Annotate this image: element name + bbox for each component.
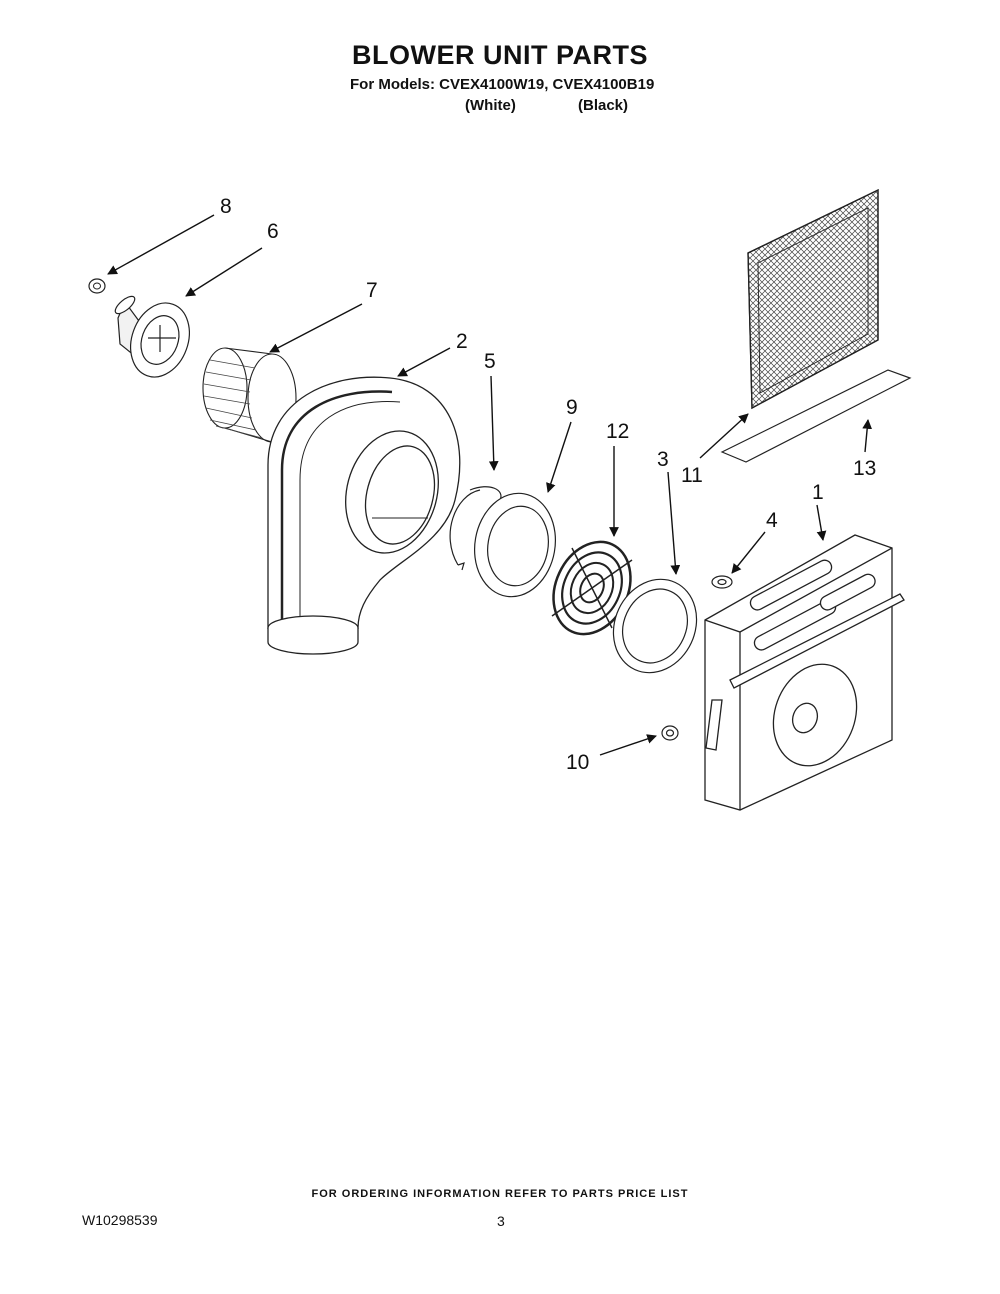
part-2-blower-housing (267, 376, 461, 655)
variant-white-label: (White) (465, 97, 516, 114)
callout-3: 3 (657, 448, 669, 471)
callout-1: 1 (812, 481, 824, 504)
callout-13: 13 (853, 457, 876, 480)
callout-2: 2 (456, 330, 468, 353)
part-9-inlet-ring (473, 492, 557, 598)
document-number: W10298539 (82, 1212, 158, 1228)
part-10-nut (661, 725, 679, 741)
callout-4: 4 (766, 509, 778, 532)
variant-black-label: (Black) (578, 97, 629, 114)
callout-5: 5 (484, 350, 496, 373)
callout-9: 9 (566, 396, 578, 419)
ordering-note: FOR ORDERING INFORMATION REFER TO PARTS … (311, 1188, 689, 1200)
callout-8: 8 (220, 195, 232, 218)
callout-leaders (107, 214, 873, 756)
part-4-grommet (711, 575, 733, 589)
callout-6: 6 (267, 220, 279, 243)
page-number: 3 (497, 1213, 505, 1229)
models-line: For Models: CVEX4100W19, CVEX4100B19 (350, 76, 655, 93)
part-1-blower-enclosure (704, 534, 905, 811)
callout-12: 12 (606, 420, 629, 443)
part-11-filter (747, 188, 879, 410)
part-3-gasket (612, 578, 698, 674)
callout-10: 10 (566, 751, 589, 774)
part-6-motor (114, 295, 190, 378)
part-13-filter-strip (720, 369, 912, 463)
callout-7: 7 (366, 279, 378, 302)
part-8-nut (88, 278, 106, 294)
part-5-retaining-ring (449, 486, 502, 571)
page-title: BLOWER UNIT PARTS (352, 40, 648, 70)
callout-11: 11 (681, 464, 703, 487)
